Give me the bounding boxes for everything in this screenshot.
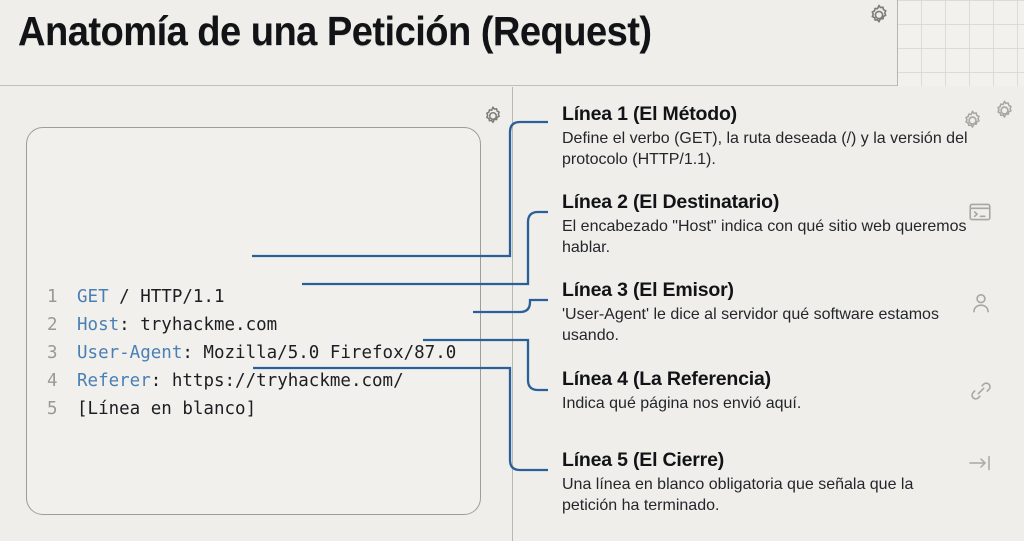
right-panel: Línea 1 (El Método) Define el verbo (GET… xyxy=(514,87,1024,541)
line-number: 1 xyxy=(47,287,58,307)
annotation-item-linea-3: Línea 3 (El Emisor) 'User-Agent' le dice… xyxy=(562,279,972,346)
annotation-item-linea-2: Línea 2 (El Destinatario) El encabezado … xyxy=(562,191,972,258)
left-panel: 1 GET / HTTP/1.1 2 Host: tryhackme.com 3 Us… xyxy=(0,87,513,541)
gear-icon[interactable] xyxy=(481,104,505,128)
code-text: : Mozilla/5.0 Firefox/87.0 xyxy=(182,343,457,363)
code-line: 1 GET / HTTP/1.1 xyxy=(47,283,456,311)
gear-icon[interactable] xyxy=(866,2,892,28)
code-keyword: Referer xyxy=(77,371,151,391)
line-number: 5 xyxy=(47,399,58,419)
annotation-description: El encabezado "Host" indica con qué siti… xyxy=(562,218,967,256)
page-header: Anatomía de una Petición (Request) xyxy=(0,0,1024,86)
person-icon[interactable] xyxy=(968,290,994,316)
code-text: : tryhackme.com xyxy=(119,315,278,335)
code-text: / HTTP/1.1 xyxy=(108,287,225,307)
page-title: Anatomía de una Petición (Request) xyxy=(18,8,652,54)
code-keyword: User-Agent xyxy=(77,343,183,363)
code-line: 5 [Línea en blanco] xyxy=(47,395,456,423)
annotation-title: Línea 5 (El Cierre) xyxy=(562,449,725,471)
annotation-description: Indica qué página nos envió aquí. xyxy=(562,395,802,412)
terminal-icon[interactable] xyxy=(967,199,993,225)
gear-icon[interactable] xyxy=(960,108,985,133)
annotation-description: 'User-Agent' le dice al servidor qué sof… xyxy=(562,306,939,344)
annotation-item-linea-5: Línea 5 (El Cierre) Una línea en blanco … xyxy=(562,449,972,516)
http-request-code-card: 1 GET / HTTP/1.1 2 Host: tryhackme.com 3 Us… xyxy=(26,127,481,515)
arrow-to-line-icon[interactable] xyxy=(966,450,994,476)
annotation-item-linea-4: Línea 4 (La Referencia) Indica qué págin… xyxy=(562,368,972,415)
code-keyword: Host xyxy=(77,315,120,335)
line-number: 2 xyxy=(47,315,58,335)
link-icon[interactable] xyxy=(968,378,994,404)
annotation-description: Define el verbo (GET), la ruta deseada (… xyxy=(562,130,968,168)
code-block[interactable]: 1 GET / HTTP/1.1 2 Host: tryhackme.com 3 Us… xyxy=(47,283,456,423)
annotation-title: Línea 3 (El Emisor) xyxy=(562,279,734,301)
code-text: : https://tryhackme.com/ xyxy=(150,371,404,391)
annotation-item-linea-1: Línea 1 (El Método) Define el verbo (GET… xyxy=(562,103,972,170)
code-line: 2 Host: tryhackme.com xyxy=(47,311,456,339)
code-line: 4 Referer: https://tryhackme.com/ xyxy=(47,367,456,395)
code-keyword: GET xyxy=(77,287,109,307)
gear-icon[interactable] xyxy=(992,98,1017,123)
line-number: 4 xyxy=(47,371,58,391)
code-line: 3 User-Agent: Mozilla/5.0 Firefox/87.0 xyxy=(47,339,456,367)
annotation-title: Línea 4 (La Referencia) xyxy=(562,368,771,390)
annotation-title: Línea 1 (El Método) xyxy=(562,103,737,125)
header-grid-panel xyxy=(897,0,1024,86)
code-text: [Línea en blanco] xyxy=(77,399,257,419)
annotation-title: Línea 2 (El Destinatario) xyxy=(562,191,780,213)
line-number: 3 xyxy=(47,343,58,363)
annotation-description: Una línea en blanco obligatoria que seña… xyxy=(562,476,914,514)
